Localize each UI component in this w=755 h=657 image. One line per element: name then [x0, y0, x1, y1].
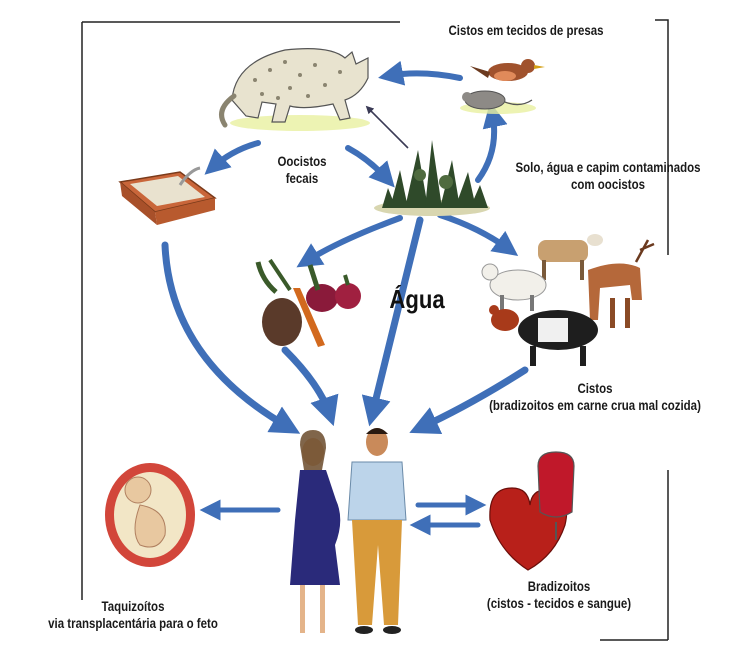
arrow-cat-to-litter [212, 143, 258, 168]
label-agua: Água [379, 284, 456, 315]
cat-icon [222, 49, 370, 131]
fetus-in-womb-icon [105, 463, 195, 567]
sheep-icon [482, 264, 546, 311]
arrow-grass-to-animals [440, 215, 510, 250]
label-cistos-presas: Cistos em tecidos de presas [433, 22, 620, 39]
label-oocistos-fecais: Oocistos fecais [269, 153, 335, 186]
pregnant-woman-icon [290, 430, 340, 633]
arrow-mouse-to-cat [388, 73, 460, 78]
arrow-grass-to-vegetables [305, 218, 400, 262]
arrow-water-to-humans [372, 220, 420, 415]
deer-icon [588, 240, 654, 328]
farm-animals-icon [482, 234, 654, 366]
mouse-icon [460, 91, 536, 114]
label-taquizoitos: Taquizoítos via transplacentária para o … [31, 598, 236, 631]
arrow-grass-to-cat-thin [368, 108, 408, 148]
arrow-grass-to-mouse [478, 112, 494, 180]
bird-icon [470, 59, 545, 81]
grass-plants-icon [374, 140, 490, 216]
label-bradizoitos: Bradizoitos (cistos - tecidos e sangue) [468, 578, 650, 611]
arrow-cat-to-grass [348, 148, 388, 180]
man-icon [348, 428, 406, 634]
arrow-vegetables-to-humans [285, 350, 330, 415]
litter-box-icon [120, 168, 215, 225]
label-solo-agua-capim: Solo, água e capim contaminados com ooci… [510, 159, 707, 192]
label-cistos-carne: Cistos (bradizoitos em carne crua mal co… [468, 380, 722, 413]
vegetables-icon [258, 260, 361, 347]
pig-icon [518, 310, 598, 366]
